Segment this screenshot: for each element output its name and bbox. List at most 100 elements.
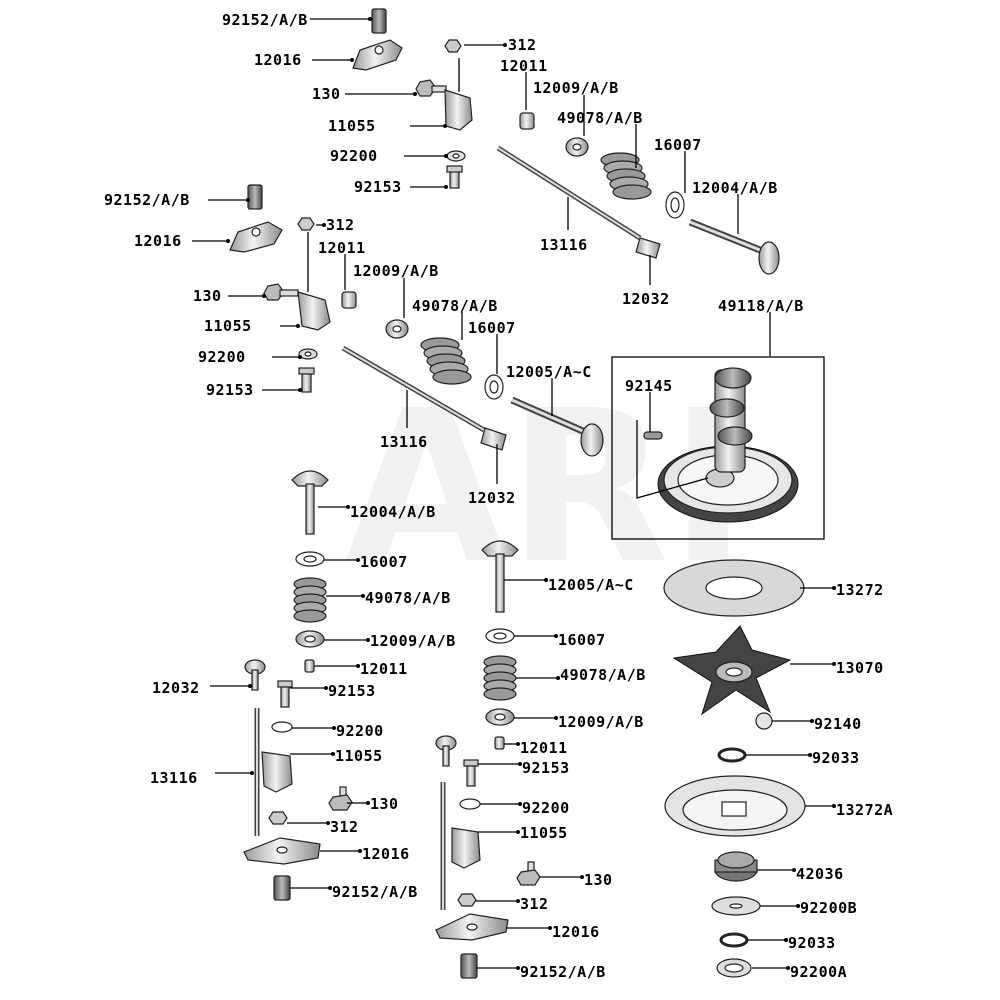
part-callout: 13116 xyxy=(150,769,254,787)
callout-leader-dot xyxy=(444,185,448,189)
part-callout: 92033 xyxy=(745,749,860,767)
lifter-upper-2 xyxy=(480,427,507,451)
camshaft-callout-box xyxy=(611,356,825,540)
part-callout: 12009/A/B xyxy=(533,79,618,136)
part-number-label: 92200A xyxy=(790,963,847,981)
part-callout: 16007 xyxy=(654,136,701,193)
part-callout: 12032 xyxy=(468,444,516,507)
part-number-label: 12032 xyxy=(468,489,516,507)
valve-spring-upper-1 xyxy=(600,152,652,200)
part-number-label: 12016 xyxy=(134,232,182,250)
part-callout: 92153 xyxy=(478,759,569,777)
valve-upper-1 xyxy=(688,218,780,275)
collet-mid-right xyxy=(494,736,505,750)
steel-ball xyxy=(755,712,773,730)
callout-leader-dot xyxy=(792,868,796,872)
part-number-label: 11055 xyxy=(520,824,568,842)
callout-leader-dot xyxy=(556,676,560,680)
part-number-label: 42036 xyxy=(796,865,844,883)
part-callout: 12011 xyxy=(318,239,366,290)
bolt-lower-right xyxy=(516,861,541,886)
part-number-label: 312 xyxy=(330,818,359,836)
rocker-lower-left xyxy=(243,837,321,865)
callout-leader-dot xyxy=(516,742,520,746)
part-number-label: 12016 xyxy=(254,51,302,69)
part-callout: 92200 xyxy=(480,799,570,817)
push-rod-upper-1 xyxy=(496,145,642,241)
bracket-lower-right xyxy=(451,827,481,869)
part-callout: 92152/A/B xyxy=(290,883,417,901)
part-callout: 42036 xyxy=(757,865,844,883)
part-number-label: 12009/A/B xyxy=(353,262,439,280)
rocker-lower-right xyxy=(435,913,509,941)
part-number-label: 12011 xyxy=(318,239,366,257)
part-number-label: 92033 xyxy=(812,749,860,767)
washer-upper-2 xyxy=(298,348,318,360)
bolt-lower-left xyxy=(328,786,353,811)
washer-lower-right xyxy=(459,798,481,810)
callout-leader-dot xyxy=(346,505,350,509)
callout-leader-dot xyxy=(350,58,354,62)
callout-leader-dot xyxy=(580,875,584,879)
part-number-label: 312 xyxy=(326,216,355,234)
part-number-label: 12011 xyxy=(360,660,408,678)
valve-upper-2 xyxy=(510,396,604,457)
part-number-label: 13116 xyxy=(380,433,428,451)
part-callout: 312 xyxy=(464,36,536,54)
callout-leader-dot xyxy=(544,578,548,582)
push-rod-upper-2 xyxy=(341,345,486,433)
camshaft-spring-leader xyxy=(636,420,709,499)
rocker-bracket-upper-1 xyxy=(444,58,473,131)
part-number-label: 92200B xyxy=(800,899,857,917)
callout-leader-dot xyxy=(298,355,302,359)
governor-weight xyxy=(672,625,792,716)
part-callout: 12016 xyxy=(506,923,600,941)
pivot-bolt-upper-2 xyxy=(298,367,315,393)
callout-leader-dot xyxy=(366,801,370,805)
part-number-label: 12032 xyxy=(152,679,200,697)
part-callout: 12009/A/B xyxy=(324,632,455,650)
part-callout: 312 xyxy=(287,818,359,836)
callout-leader-dot xyxy=(443,124,447,128)
callout-leader-dot xyxy=(356,664,360,668)
collet-upper-2 xyxy=(341,291,357,309)
part-number-label: 13272A xyxy=(836,801,893,819)
lifter-upper-1 xyxy=(635,237,661,259)
part-number-label: 130 xyxy=(584,871,613,889)
part-callout: 12004/A/B xyxy=(692,179,777,234)
part-callout: 92152/A/B xyxy=(477,963,605,981)
rocker-pin-lower-left xyxy=(273,875,291,901)
callout-leader-dot xyxy=(832,662,836,666)
spring-mid-right xyxy=(483,655,517,701)
part-callout: 13272A xyxy=(805,801,893,819)
callout-leader-dot xyxy=(444,154,448,158)
callout-leader-dot xyxy=(516,966,520,970)
washer-lower-left xyxy=(271,721,293,733)
part-callout: 12016 xyxy=(320,845,410,863)
part-number-label: 12016 xyxy=(362,845,410,863)
part-callout: 130 xyxy=(347,795,398,813)
bracket-lower-left xyxy=(261,751,293,793)
callout-leader-dot xyxy=(324,686,328,690)
part-callout: 12011 xyxy=(500,57,547,110)
part-callout: 92200B xyxy=(760,899,857,917)
part-number-label: 16007 xyxy=(558,631,606,649)
part-number-label: 92200 xyxy=(330,147,378,165)
part-number-label: 12005/A~C xyxy=(548,576,634,594)
part-number-label: 49078/A/B xyxy=(412,297,498,315)
part-callout: 49078/A/B xyxy=(557,109,642,168)
part-callout: 92200 xyxy=(330,147,448,165)
washer-mid-right xyxy=(485,628,515,644)
part-number-label: 12016 xyxy=(552,923,600,941)
part-number-label: 12011 xyxy=(520,739,568,757)
rocker-arm-upper-2 xyxy=(229,184,283,253)
part-callout: 13116 xyxy=(540,197,587,254)
part-callout: 92200 xyxy=(198,348,302,366)
part-number-label: 130 xyxy=(312,85,341,103)
callout-leader-dot xyxy=(503,43,507,47)
part-number-label: 13070 xyxy=(836,659,884,677)
nut-upper-1 xyxy=(444,39,462,53)
part-number-label: 92200 xyxy=(522,799,570,817)
part-callout: 92153 xyxy=(206,381,302,399)
